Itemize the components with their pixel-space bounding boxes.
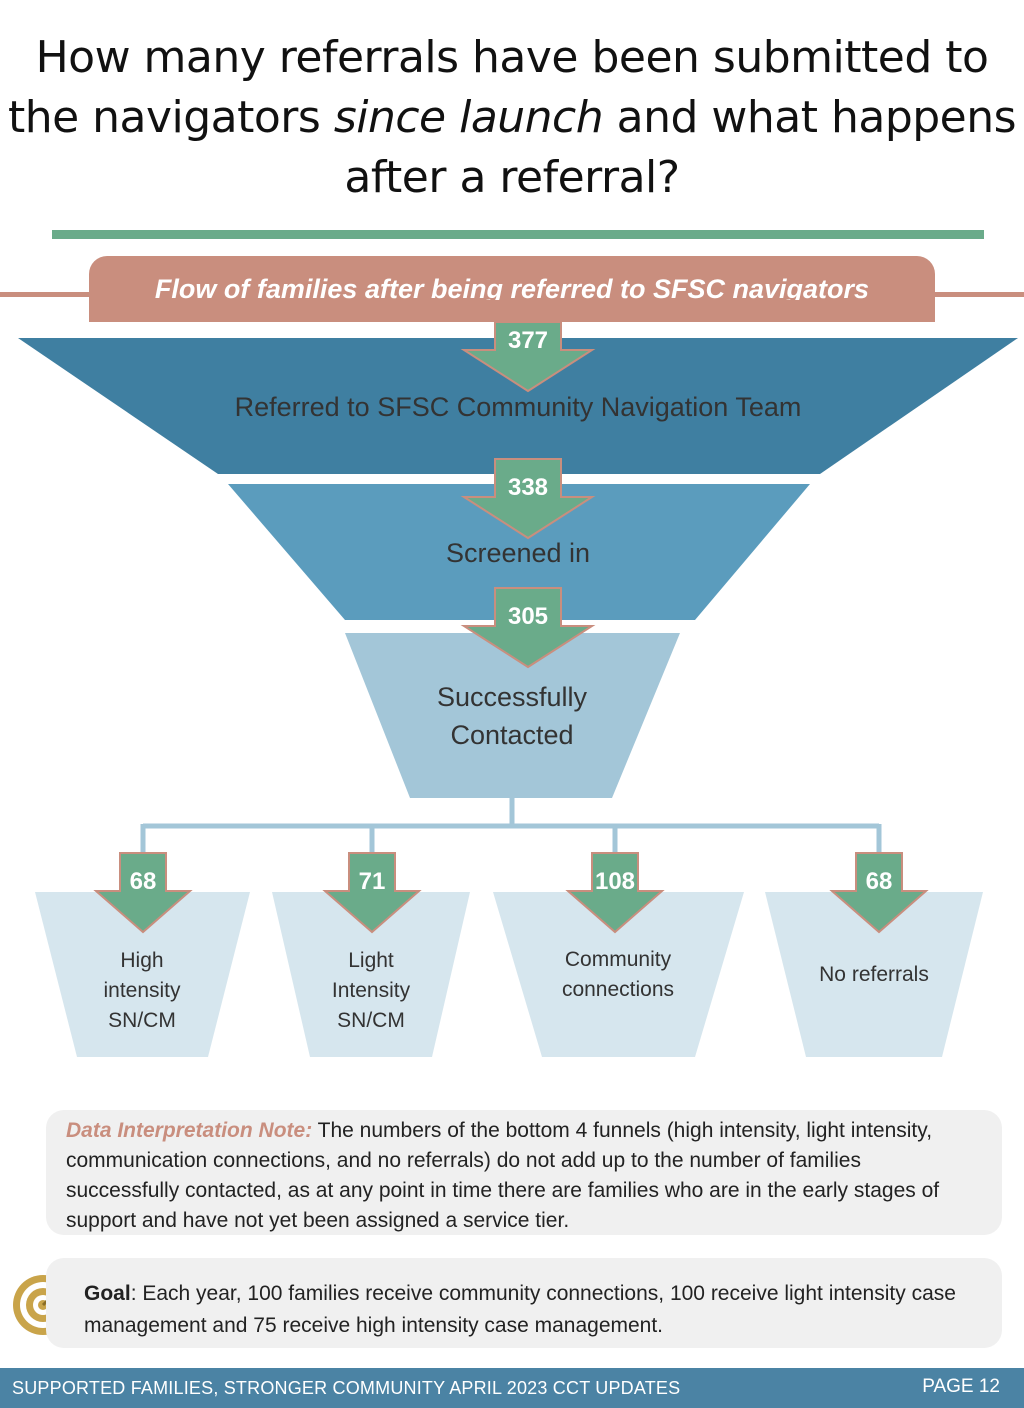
label-tier-community-line-1: Community [564,948,672,971]
title-line-3: after a referral? [344,152,680,203]
label-tier-high: High intensity SN/CM [42,946,242,1036]
label-tier-light: Light Intensity SN/CM [271,946,471,1036]
tier-funnel-high [35,892,250,1057]
title-line-2-start: the navigators [7,92,334,143]
label-contacted-line-1: Successfully [436,682,588,712]
count-tier-light: 71 [358,868,386,895]
count-tier-community: 108 [594,868,636,895]
arrow-tier-community [565,852,665,934]
tier-connectors [140,798,882,858]
label-tier-community: Community connections [508,945,728,1005]
label-tier-high-line-3: SN/CM [108,1009,176,1032]
page-title: How many referrals have been submitted t… [0,28,1024,208]
note-text: The numbers of the bottom 4 funnels (hig… [66,1119,940,1232]
goal-text: : Each year, 100 families receive commun… [84,1282,956,1337]
arrow-377 [460,321,596,393]
count-contacted: 305 [507,603,549,630]
label-tier-light-line-3: SN/CM [337,1009,405,1032]
flow-banner-text: Flow of families after being referred to… [154,273,870,304]
divider-rule [52,230,984,239]
banner-line-right [934,292,1024,297]
note-label: Data Interpretation Note: [66,1119,313,1142]
arrow-338 [460,458,596,540]
funnel-stage-screened [228,484,810,620]
label-tier-none-line-1: No referrals [819,963,929,986]
title-line-2: the navigators since launch and what hap… [0,88,1024,148]
arrow-tier-light [322,852,422,934]
goal-box: Goal: Each year, 100 families receive co… [46,1258,1002,1348]
label-tier-light-line-2: Intensity [331,979,411,1002]
label-tier-light-line-1: Light [348,949,394,972]
tier-funnel-light [272,892,470,1057]
footer-page-number: PAGE 12 [922,1376,1000,1397]
label-tier-high-line-1: High [120,949,164,972]
title-line-2-end: and what happens [603,92,1017,143]
label-tier-none: No referrals [764,960,984,990]
arrow-305 [460,587,596,669]
label-referred: Referred to SFSC Community Navigation Te… [234,392,802,422]
label-screened: Screened in [445,538,591,568]
count-tier-none: 68 [865,868,893,895]
arrow-tier-none [829,852,929,934]
banner-line-left [0,292,90,297]
funnel-stage-contacted [345,633,680,798]
tier-funnel-community [493,892,744,1057]
arrow-tier-high [93,852,193,934]
funnel-stage-referred [18,338,1018,474]
count-tier-high: 68 [129,868,157,895]
title-emphasis: since launch [333,92,604,143]
count-referred: 377 [507,327,549,354]
banner-bottom [89,300,935,322]
title-line-1: How many referrals have been submitted t… [35,32,989,83]
count-screened: 338 [507,474,549,501]
footer-report-title: SUPPORTED FAMILIES, STRONGER COMMUNITY A… [12,1378,681,1398]
label-contacted: Successfully Contacted [362,678,662,754]
page-footer: SUPPORTED FAMILIES, STRONGER COMMUNITY A… [0,1368,1024,1408]
data-interpretation-note: Data Interpretation Note: The numbers of… [46,1110,1002,1235]
goal-label: Goal [84,1282,131,1305]
label-contacted-line-2: Contacted [450,720,574,750]
label-tier-high-line-2: intensity [103,979,181,1002]
tier-funnel-none [765,892,983,1057]
label-tier-community-line-2: connections [561,978,675,1001]
